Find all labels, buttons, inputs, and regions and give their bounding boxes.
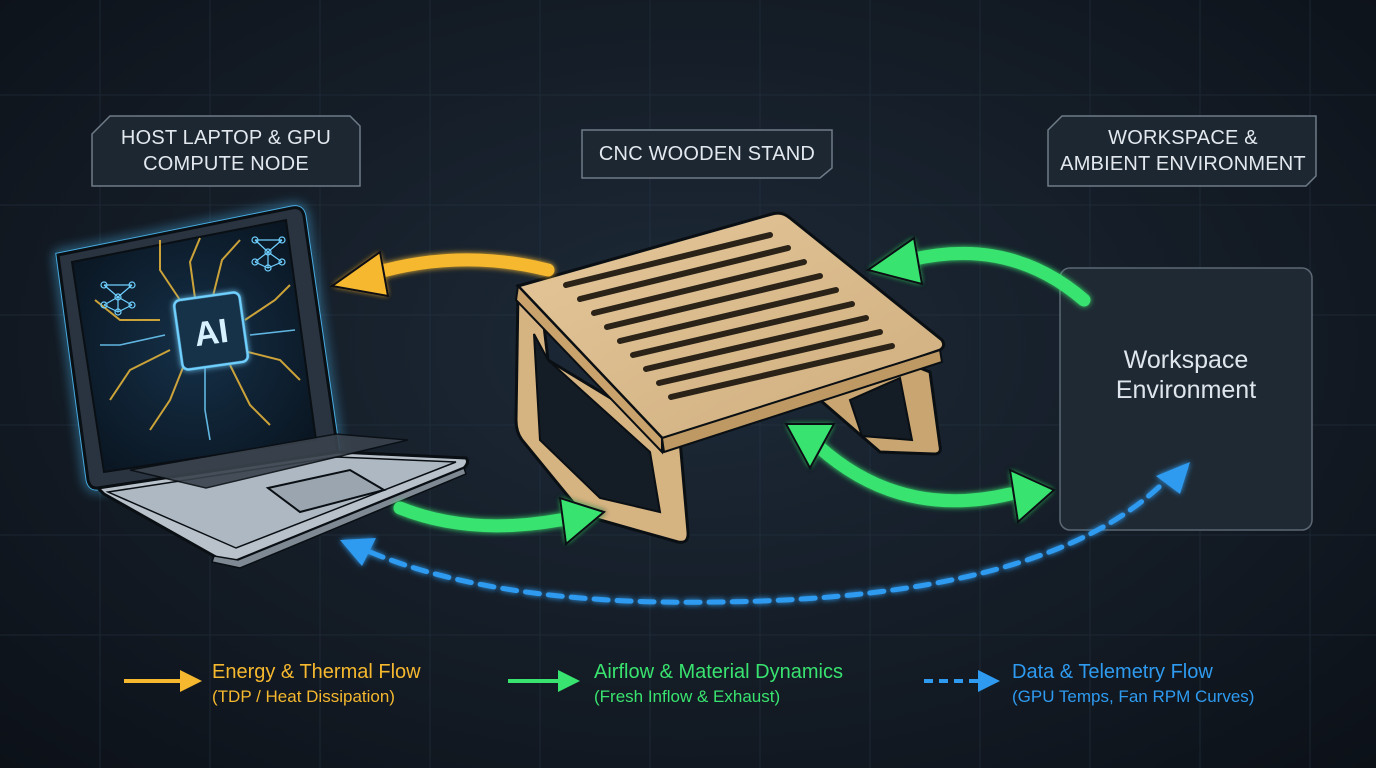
- legend-energy-icon: [124, 670, 202, 692]
- legend-data-title: Data & Telemetry Flow: [1012, 661, 1213, 683]
- airflow-exhaust-arrow: [393, 496, 607, 546]
- workspace-label-line2: AMBIENT ENVIRONMENT: [1060, 153, 1306, 175]
- workspace-box: [1059, 267, 1313, 531]
- host-node-label: HOST LAPTOP & GPU COMPUTE NODE: [96, 120, 356, 182]
- workspace-box-line2: Environment: [1115, 376, 1257, 404]
- workspace-box-line1: Workspace: [1123, 346, 1249, 374]
- stand-node-label: CNC WOODEN STAND: [586, 132, 828, 176]
- legend-airflow-icon: [508, 670, 580, 692]
- stand-label-frame: [581, 129, 833, 179]
- ai-chip: [172, 291, 250, 371]
- legend-airflow-subtitle: (Fresh Inflow & Exhaust): [594, 687, 781, 706]
- legend-item-airflow: Airflow & Material Dynamics (Fresh Inflo…: [594, 660, 843, 708]
- ai-chip-label: AI: [192, 312, 231, 354]
- stand-label-text: CNC WOODEN STAND: [598, 143, 816, 165]
- workspace-label-frame: [1047, 115, 1317, 187]
- vent-slots: [563, 232, 895, 400]
- legend-item-data: Data & Telemetry Flow (GPU Temps, Fan RP…: [1012, 660, 1254, 708]
- legend-item-energy: Energy & Thermal Flow (TDP / Heat Dissip…: [212, 660, 421, 708]
- airflow-inflow-arrow: [865, 236, 1091, 307]
- legend-energy-subtitle: (TDP / Heat Dissipation): [212, 687, 395, 706]
- workspace-box-label: Workspace Environment: [1060, 345, 1312, 405]
- neural-network-icon-right: [251, 236, 286, 272]
- neural-network-icon-left: [100, 281, 136, 316]
- legend-airflow-title: Airflow & Material Dynamics: [594, 661, 843, 683]
- airflow-exchange-arrow: [784, 423, 1056, 524]
- workspace-node-label: WORKSPACE & AMBIENT ENVIRONMENT: [1052, 120, 1314, 182]
- legend-energy-title: Energy & Thermal Flow: [212, 661, 421, 683]
- host-label-line2: COMPUTE NODE: [143, 153, 309, 175]
- data-telemetry-arrow: [340, 462, 1190, 605]
- laptop-illustration: AI: [55, 205, 470, 569]
- workspace-label-line1: WORKSPACE &: [1108, 127, 1258, 149]
- legend-data-icon: [924, 670, 1000, 692]
- host-label-line1: HOST LAPTOP & GPU: [120, 127, 332, 149]
- legend-data-subtitle: (GPU Temps, Fan RPM Curves): [1012, 687, 1255, 706]
- host-label-frame: [91, 115, 361, 187]
- wooden-stand-illustration: [514, 211, 946, 544]
- energy-flow-arrow: [329, 250, 555, 298]
